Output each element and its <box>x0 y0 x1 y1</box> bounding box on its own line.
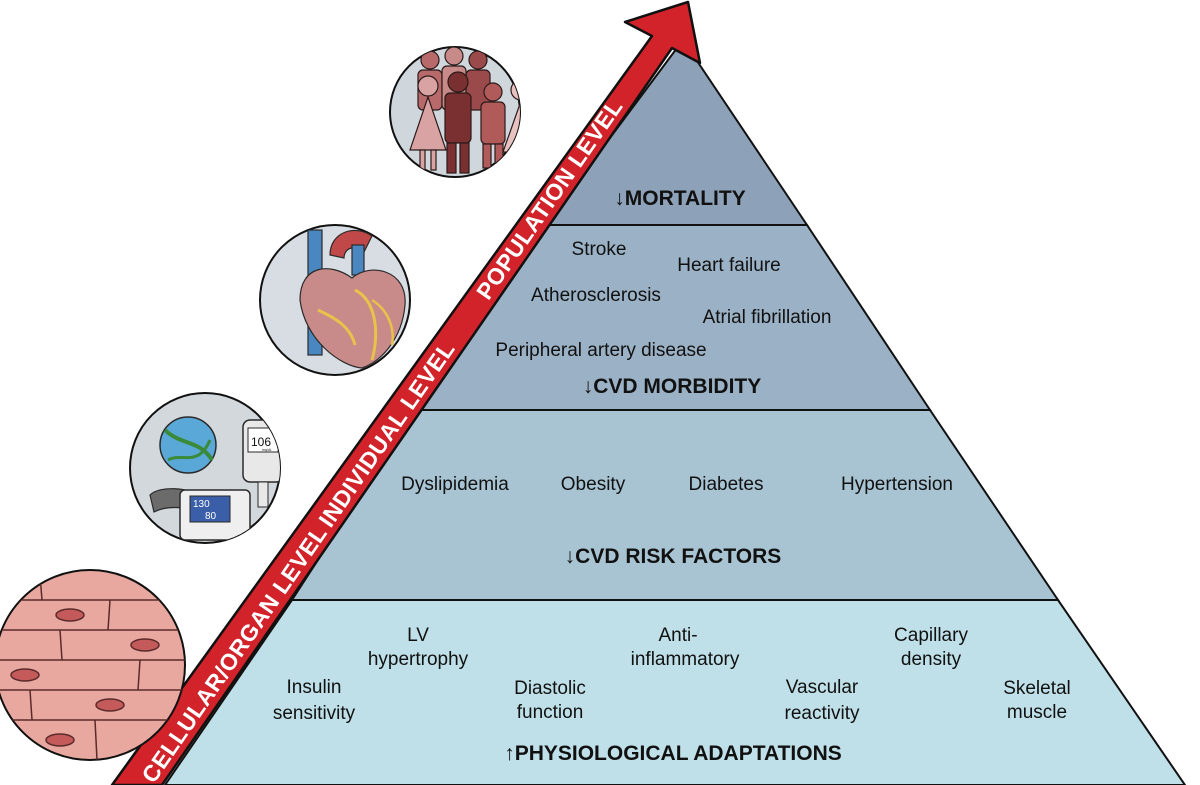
morbidity-item-atrial-fibrillation: Atrial fibrillation <box>703 307 832 328</box>
risk-measurement-icon: 106 mg/dL 130 80 <box>129 392 281 544</box>
down-arrow-icon: ↓ <box>614 187 625 210</box>
risk-item-diabetes: Diabetes <box>689 474 764 495</box>
heading-physiological-adaptations: ↑PHYSIOLOGICAL ADAPTATIONS <box>504 742 842 765</box>
down-arrow-icon: ↓ <box>583 375 594 398</box>
tier-physiological-adaptations <box>163 599 1187 785</box>
adaptation-item-anti-inflammatory: Anti-inflammatory <box>631 625 740 670</box>
heading-cvd-risk-factors: ↓CVD RISK FACTORS <box>565 545 782 568</box>
blood-pressure-monitor-icon: 130 80 <box>149 488 251 541</box>
risk-item-hypertension: Hypertension <box>841 474 953 495</box>
heart-icon <box>259 224 411 376</box>
up-arrow-icon: ↑ <box>504 742 515 765</box>
svg-text:↑PHYSIOLOGICAL ADAPTATIONS: ↑PHYSIOLOGICAL ADAPTATIONS <box>504 742 842 765</box>
svg-text:↓CVD RISK FACTORS: ↓CVD RISK FACTORS <box>565 545 782 568</box>
heading-mortality: ↓MORTALITY <box>614 187 745 210</box>
heading-cvd-morbidity: ↓CVD MORBIDITY <box>583 375 762 398</box>
svg-text:↓MORTALITY: ↓MORTALITY <box>614 187 745 210</box>
muscle-cells-icon <box>0 569 186 761</box>
people-group-icon <box>389 46 521 178</box>
morbidity-item-stroke: Stroke <box>572 239 627 260</box>
bp-diastolic: 80 <box>205 511 217 522</box>
glucometer-reading: 106 <box>251 435 271 449</box>
svg-text:↓CVD MORBIDITY: ↓CVD MORBIDITY <box>583 375 762 398</box>
morbidity-item-heart-failure: Heart failure <box>677 255 781 276</box>
risk-item-obesity: Obesity <box>561 474 626 495</box>
morbidity-item-peripheral-artery-disease: Peripheral artery disease <box>495 340 706 361</box>
down-arrow-icon: ↓ <box>565 545 576 568</box>
risk-item-dyslipidemia: Dyslipidemia <box>401 474 509 495</box>
level-arrow <box>110 0 702 785</box>
morbidity-item-atherosclerosis: Atherosclerosis <box>531 285 661 306</box>
bp-systolic: 130 <box>193 499 210 510</box>
glucometer-unit: mg/dL <box>262 448 272 452</box>
tier-risk-factors <box>290 409 1060 601</box>
fat-cell-icon <box>159 416 217 474</box>
